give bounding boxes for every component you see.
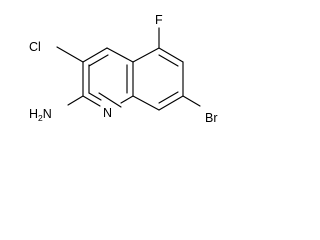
- bond-c7-br: [182, 95, 201, 107]
- bond-c2-n1-inner: [88, 92, 102, 101]
- bond-c2-nh2: [67, 95, 84, 106]
- bond-c3-cl: [56, 46, 84, 63]
- bond-c4-c4a: [106, 47, 134, 63]
- bond-c4a-c5: [132, 47, 160, 63]
- chlorine-label: Cl: [29, 40, 41, 54]
- bond-c8a-n1: [120, 95, 134, 104]
- ring-nitrogen-label: N: [103, 106, 112, 120]
- bromine-label: Br: [205, 111, 218, 125]
- amine-h: H: [29, 107, 38, 121]
- bond-n1-c2: [98, 92, 122, 108]
- bond-c4-c3-inner: [88, 54, 109, 67]
- bond-c5-c6-inner: [158, 54, 179, 67]
- bond-c3-c4: [82, 47, 108, 63]
- amine-n: N: [43, 107, 52, 121]
- molecule-diagram: F Cl Br N H2N: [0, 0, 244, 140]
- bond-c7-c8: [158, 95, 184, 111]
- quinoline-structure: F Cl Br N H2N: [29, 13, 218, 125]
- bond-c2-n1: [82, 95, 101, 107]
- bond-c7-c8-inner: [158, 91, 179, 104]
- bond-c5-c6: [158, 47, 184, 63]
- amine-label: H2N: [29, 107, 52, 123]
- amine-subscript: 2: [38, 113, 43, 123]
- fluorine-label: F: [155, 13, 163, 27]
- bond-c8-c8a: [132, 95, 160, 111]
